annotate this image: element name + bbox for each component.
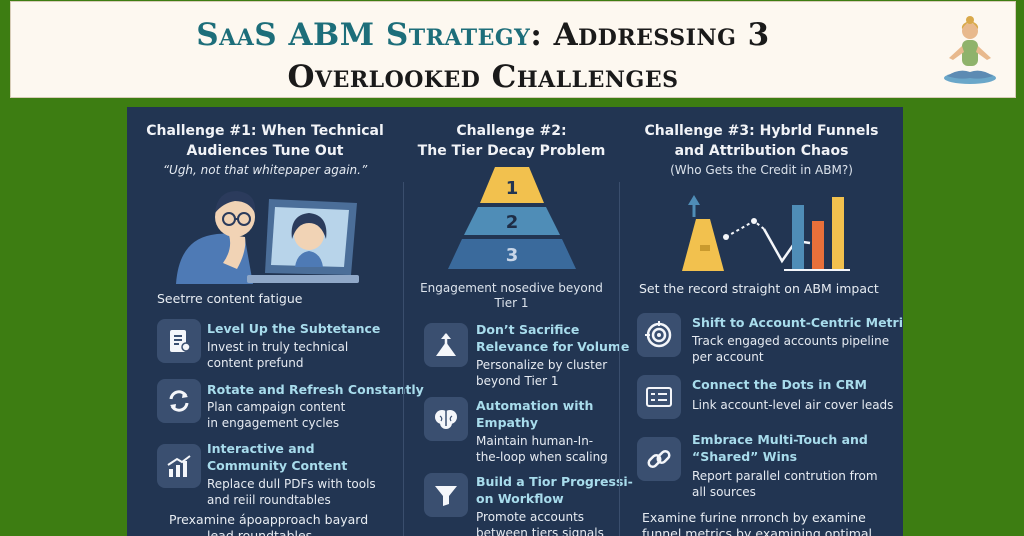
item-title: Level Up the Subtetance xyxy=(207,321,381,336)
title-accent: SaaS ABM Strategy xyxy=(196,17,531,53)
infographic-panel: Challenge #1: When Technical Audiences T… xyxy=(127,107,903,536)
column-divider xyxy=(403,182,404,536)
challenge-1-column: Challenge #1: When Technical Audiences T… xyxy=(127,107,424,536)
item-title-line-1: Embrace Multi-Touch and xyxy=(692,432,868,447)
tier-1-block xyxy=(480,167,544,203)
target-icon xyxy=(637,313,681,357)
tier-1-label: 1 xyxy=(506,178,519,199)
pyramid-arrow-icon xyxy=(424,323,468,367)
column-divider xyxy=(619,182,620,536)
document-chart-icon xyxy=(157,319,201,363)
challenge-2-caption: Engagement nosedive beyond Tier 1 xyxy=(410,281,613,311)
tier-pyramid: 1 2 3 xyxy=(448,167,576,269)
challenge-2-heading-line-1: Challenge #2: xyxy=(456,123,567,139)
challenge-2-caption-line-2: Tier 1 xyxy=(494,296,529,310)
item-text-line-1: Personalize by cluster xyxy=(476,358,608,372)
challenge-2-caption-line-1: Engagement nosedive beyond xyxy=(420,281,603,295)
item-title-line-2: Empathy xyxy=(476,415,538,430)
challenge-2-column: Challenge #2: The Tier Decay Problem 1 2… xyxy=(404,107,633,536)
item-text-line-1: Maintain human-In- xyxy=(476,434,594,448)
challenge-3-heading-line-2: and Attribution Chaos xyxy=(674,143,849,159)
challenge-1-quote: “Ugh, not that whitepaper again.” xyxy=(162,163,368,177)
item-text-line-2: per account xyxy=(692,350,764,364)
item-text-line-2: content prefund xyxy=(207,356,304,370)
yoga-figure-icon xyxy=(944,16,996,84)
item-title-line-1: Don’t Sacrifice xyxy=(476,322,580,337)
crm-card-icon xyxy=(637,375,681,419)
item-text-line-2: in engagement cycles xyxy=(207,416,340,430)
challenge-3-heading-line-1: Challenge #3: Hybrld Funnels xyxy=(644,123,879,139)
challenge-3-caption: Set the record straight on ABM impact xyxy=(639,281,879,296)
refresh-icon xyxy=(157,379,201,423)
challenge-2-heading-line-2: The Tier Decay Problem xyxy=(417,143,606,159)
item-text-line-1: Track engaged accounts pipeline xyxy=(692,334,890,348)
funnel-icon xyxy=(424,473,468,517)
challenge-1-heading: Challenge #1: When Technical Audiences T… xyxy=(127,121,403,161)
item-title-line-2: Community Content xyxy=(207,458,348,473)
link-icon xyxy=(637,437,681,481)
page-title: SaaS ABM Strategy: Addressing 3 Overlook… xyxy=(11,14,955,98)
item-text-line-2: beyond Tier 1 xyxy=(476,374,559,388)
challenge-2-heading: Challenge #2: The Tier Decay Problem xyxy=(404,121,619,161)
item-text-line-1: Plan campaign content xyxy=(207,400,346,414)
challenge-1-caption: Seetrre content fatigue xyxy=(157,291,303,306)
attribution-chart-illustration xyxy=(682,195,850,271)
challenge-3-footer-line-2: funnel metrics by examining optimal xyxy=(642,526,873,536)
item-text-line-1: Report parallel contrution from xyxy=(692,469,878,483)
title-banner: SaaS ABM Strategy: Addressing 3 Overlook… xyxy=(10,1,1016,98)
item-title: Connect the Dots in CRM xyxy=(692,377,867,392)
title-line-2: Overlooked Challenges xyxy=(287,59,679,95)
challenge-1-footer-line-2: lead roundtables xyxy=(207,528,313,536)
item-title-line-1: Automation with xyxy=(476,398,594,413)
item-title-line-2: “Shared” Wins xyxy=(692,449,798,464)
tier-2-label: 2 xyxy=(506,212,519,233)
item-title: Shift to Account-Centric Metrics xyxy=(692,315,903,330)
tier-3-label: 3 xyxy=(506,245,519,266)
challenge-3-footer-line-1: Examine furine nrronch by examine xyxy=(642,510,866,525)
challenge-1-heading-line-2: Audiences Tune Out xyxy=(186,143,344,159)
challenge-3-heading: Challenge #3: Hybrld Funnels and Attribu… xyxy=(620,121,903,161)
item-title-line-1: Build a Tior Progressi- xyxy=(476,474,633,489)
item-text-line-2: all sources xyxy=(692,485,756,499)
item-title-line-2: on Workflow xyxy=(476,491,564,506)
growth-chart-icon xyxy=(157,444,201,488)
item-text-line-1: Invest in truly technical xyxy=(207,340,349,354)
tier-3-block xyxy=(448,239,576,269)
tier-2-block xyxy=(464,207,560,235)
item-text-line-1: Link account-level air cover leads xyxy=(692,398,894,412)
item-text-line-2: the-loop when scaling xyxy=(476,450,608,464)
tired-developer-illustration xyxy=(176,191,359,284)
item-text-line-1: Promote accounts xyxy=(476,510,585,524)
item-text-line-2: between tiers signals xyxy=(476,526,604,536)
challenge-3-subheading: (Who Gets the Credit in ABM?) xyxy=(670,163,853,177)
item-title-line-2: Relevance for Volume xyxy=(476,339,630,354)
challenge-3-column: Challenge #3: Hybrld Funnels and Attribu… xyxy=(620,107,903,536)
item-text-line-2: and reiil roundtables xyxy=(207,493,331,507)
item-title: Rotate and Refresh Constantly xyxy=(207,382,424,397)
item-text-line-1: Replace dull PDFs with tools xyxy=(207,477,376,491)
challenge-1-footer-line-1: Prexamine ápoapproach bayard xyxy=(169,512,369,527)
item-title-line-1: Interactive and xyxy=(207,441,315,456)
title-rest: : Addressing 3 xyxy=(530,17,770,53)
brain-icon xyxy=(424,397,468,441)
challenge-1-heading-line-1: Challenge #1: When Technical xyxy=(146,123,384,139)
